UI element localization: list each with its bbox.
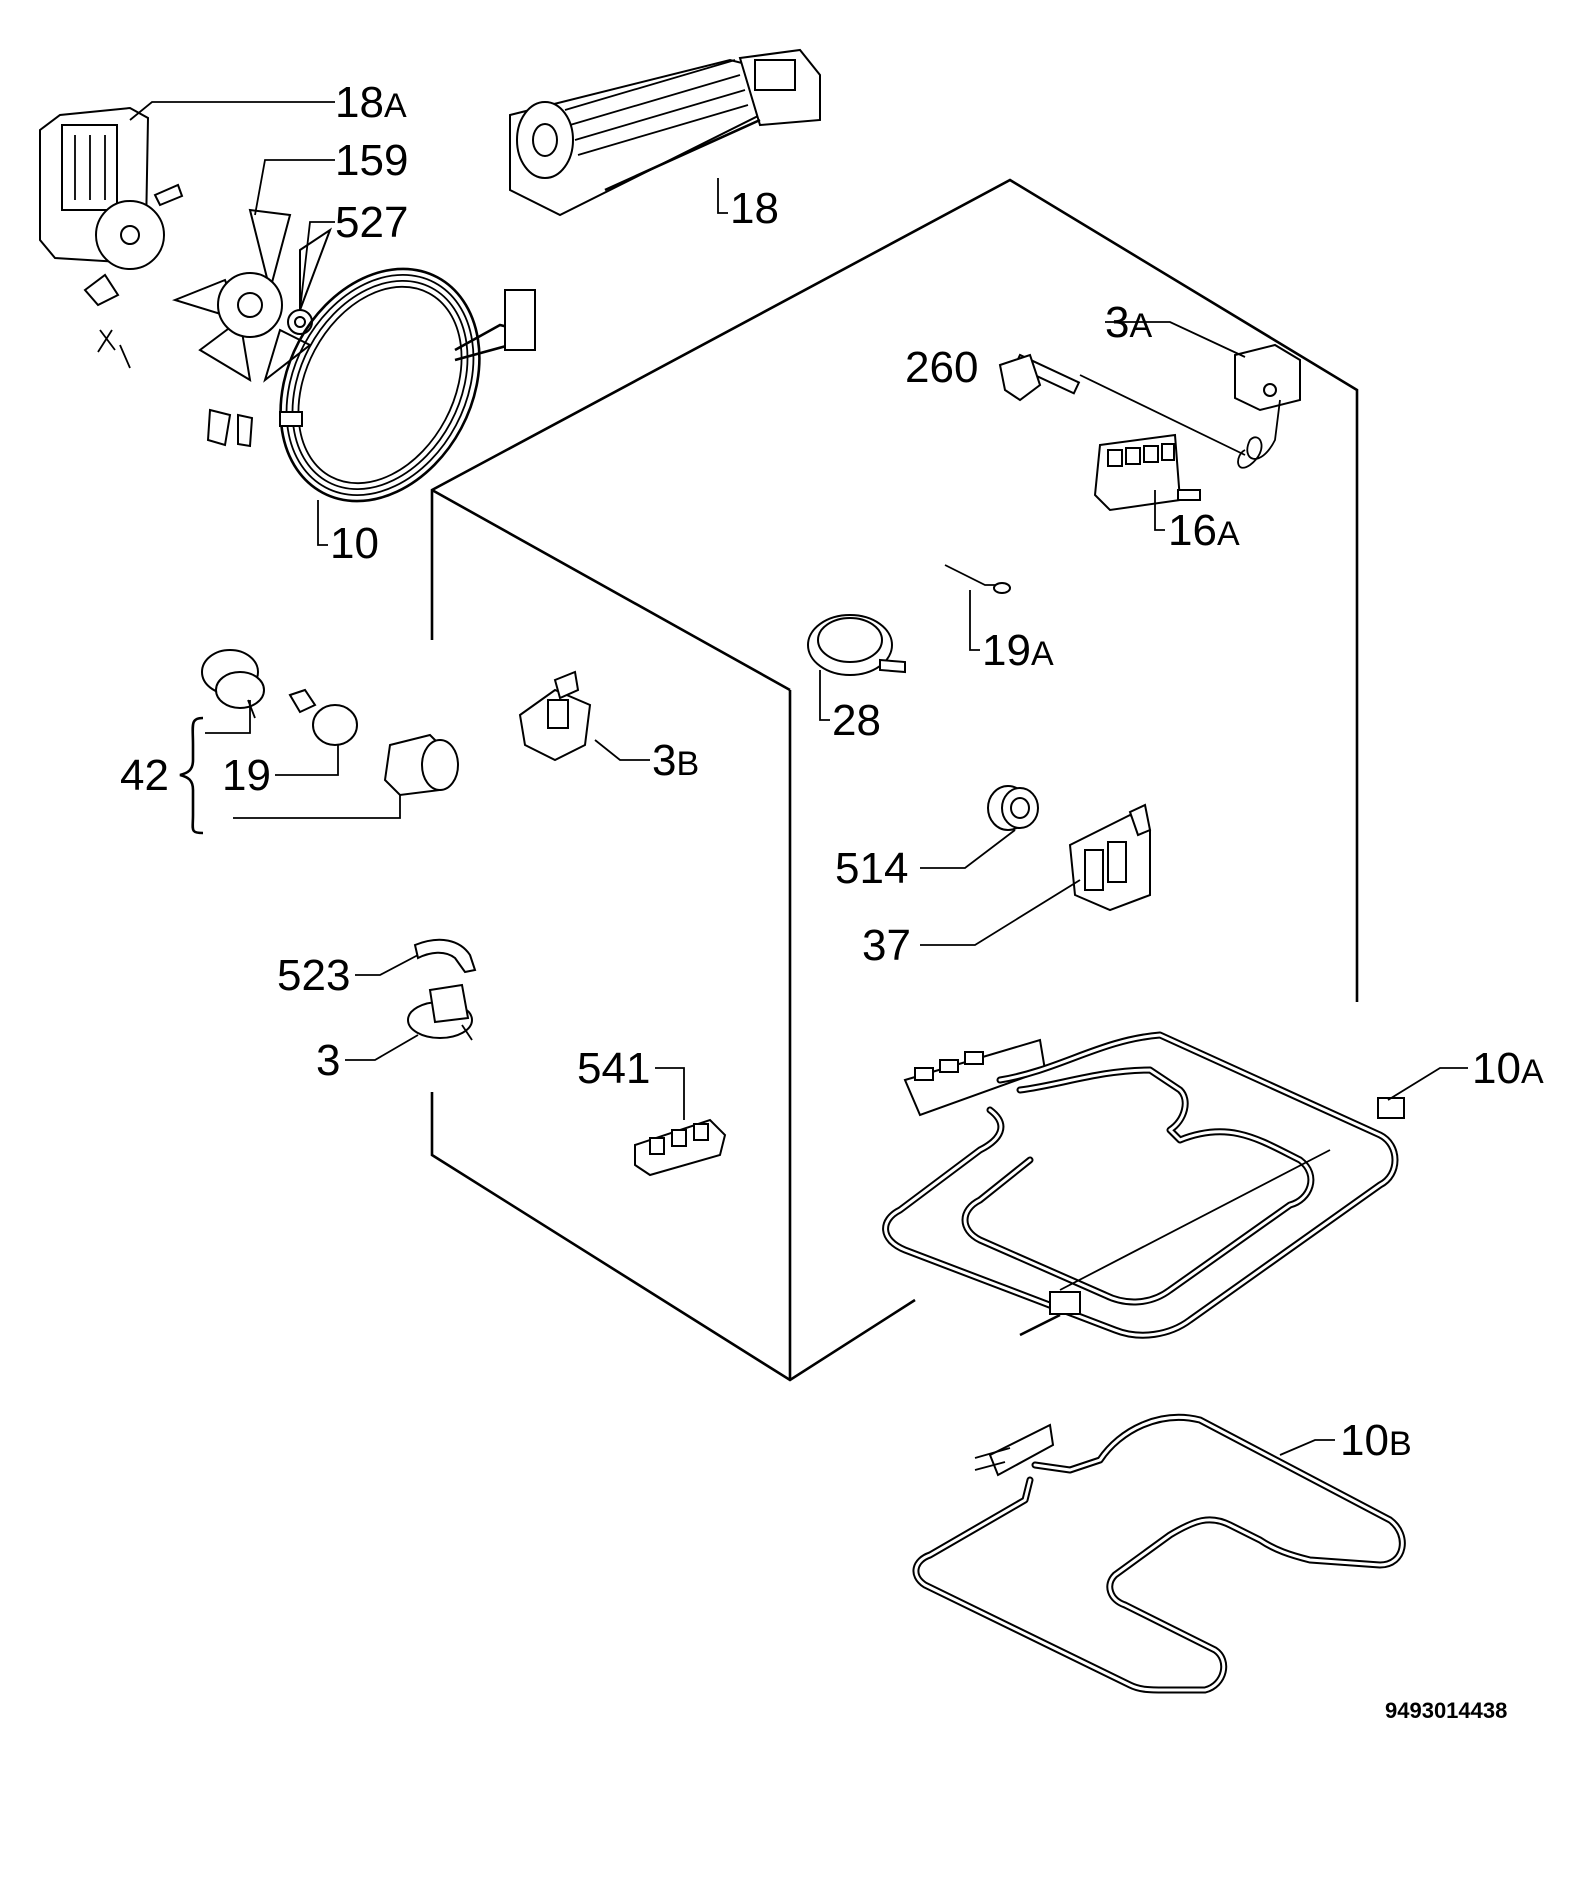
fan-motor-part — [39, 106, 184, 369]
label-18a: 18A — [335, 78, 407, 127]
diagram-code: 9493014438 — [1385, 1698, 1507, 1723]
label-527: 527 — [335, 198, 408, 247]
round-thermostat-part — [407, 983, 473, 1041]
label-159: 159 — [335, 136, 408, 185]
label-3b: 3B — [652, 736, 699, 785]
label-19a: 19A — [982, 626, 1054, 675]
label-10b: 10B — [1340, 1416, 1412, 1465]
label-42: 42 — [120, 751, 169, 800]
selector-switch-part — [1093, 433, 1201, 512]
part-labels: 18A 159 527 18 10 3A 260 16A 19A 28 3B 4… — [120, 78, 1544, 1465]
wire-clip-part — [413, 938, 477, 974]
lamp-bulb-part — [288, 688, 358, 746]
label-10: 10 — [330, 519, 379, 568]
oven-lamp-assembly-part — [201, 649, 265, 719]
label-3a: 3A — [1105, 298, 1152, 347]
terminal-block-part — [1068, 803, 1152, 912]
grill-heating-element-part — [882, 1031, 1405, 1339]
leader-lines — [129, 101, 1468, 1456]
lamp-group-brace — [179, 716, 204, 835]
grommet-part — [987, 785, 1039, 831]
bottom-heating-element-part — [912, 1413, 1406, 1694]
label-523: 523 — [277, 951, 350, 1000]
label-18: 18 — [730, 184, 779, 233]
indicator-lamp-part — [944, 564, 1011, 594]
label-37: 37 — [862, 921, 911, 970]
label-19: 19 — [222, 751, 271, 800]
safety-thermostat-part — [518, 670, 592, 762]
lamp-cover-part — [383, 733, 459, 797]
connector-part — [634, 1118, 727, 1177]
label-514: 514 — [835, 844, 908, 893]
label-260: 260 — [905, 343, 978, 392]
label-541: 541 — [577, 1044, 650, 1093]
control-shaft-part — [807, 614, 906, 676]
circular-heating-element-part — [279, 267, 536, 503]
fan-nut-part — [287, 309, 313, 335]
label-10a: 10A — [1472, 1044, 1544, 1093]
label-3: 3 — [316, 1036, 340, 1085]
probe-clip-part — [998, 353, 1042, 402]
label-16a: 16A — [1168, 506, 1240, 555]
cooling-fan-part — [509, 48, 821, 217]
label-28: 28 — [832, 696, 881, 745]
oven-cavity-outline — [430, 178, 1359, 1382]
